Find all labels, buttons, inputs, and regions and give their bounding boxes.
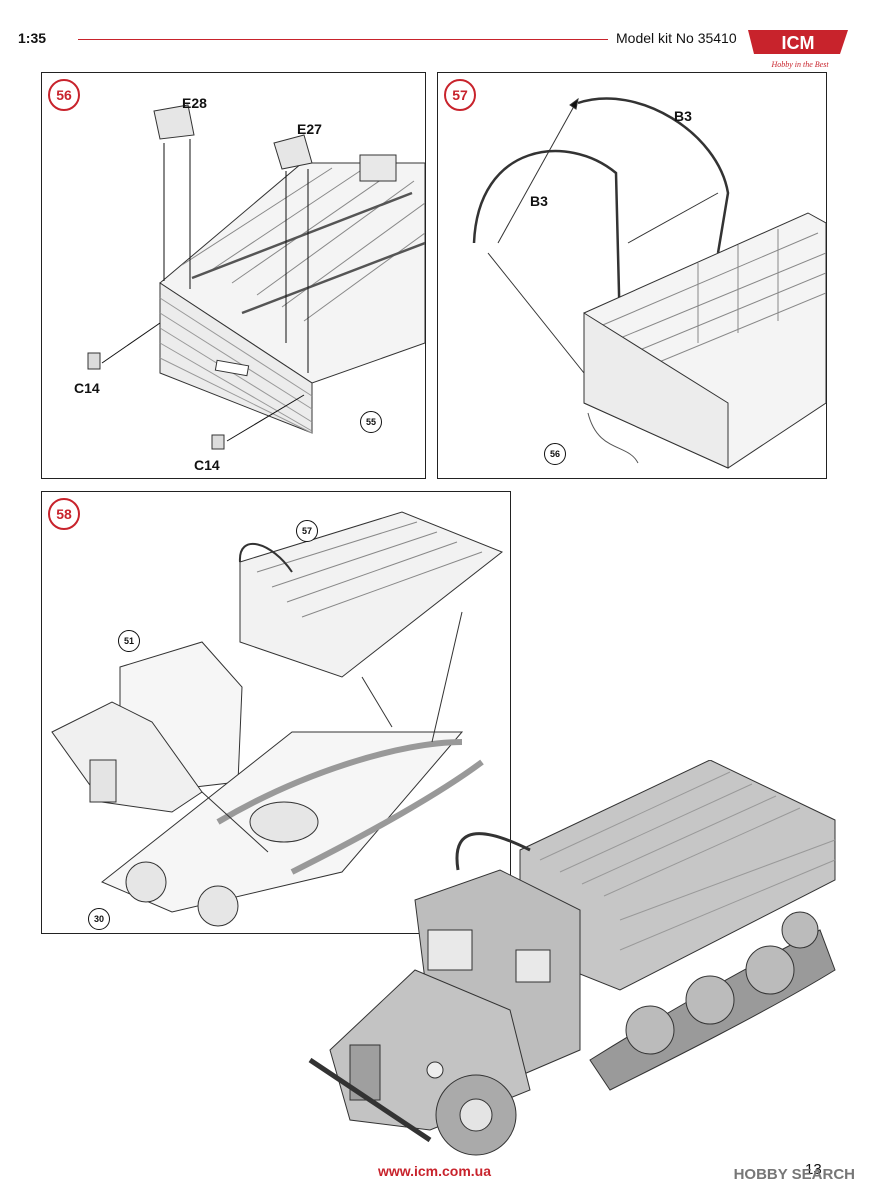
part-label-b3-right: B3 <box>674 108 692 124</box>
subassembly-ref-30: 30 <box>88 908 110 930</box>
website-url[interactable]: www.icm.com.ua <box>377 1163 492 1179</box>
subassembly-ref-51: 51 <box>118 630 140 652</box>
watermark: HOBBY SEARCH <box>733 1166 855 1183</box>
step-56-badge: 56 <box>48 79 80 111</box>
page-number: 13 <box>805 1161 822 1178</box>
completed-halftrack-illustration <box>308 760 836 1156</box>
step-57-illustration <box>472 97 826 469</box>
subassembly-ref-56: 56 <box>544 443 566 465</box>
step-58-illustration <box>51 511 503 927</box>
part-label-c14-bottom: C14 <box>194 457 220 473</box>
subassembly-ref-55: 55 <box>360 411 382 433</box>
kit-number: Model kit No 35410 <box>616 30 737 46</box>
part-label-e27: E27 <box>297 121 322 137</box>
step-58-badge: 58 <box>48 498 80 530</box>
step-57-badge: 57 <box>444 79 476 111</box>
icm-logo: ICM Hobby in the Best <box>744 24 854 72</box>
part-label-c14-left: C14 <box>74 380 100 396</box>
header-rule <box>78 39 608 40</box>
scale-label: 1:35 <box>18 30 47 46</box>
svg-text:Hobby in the Best: Hobby in the Best <box>770 60 829 69</box>
step-56-panel: 56 <box>41 72 426 479</box>
step-56-illustration <box>87 104 425 450</box>
step-58-panel: 58 57 51 30 <box>41 491 511 934</box>
subassembly-ref-57: 57 <box>296 520 318 542</box>
svg-text:ICM: ICM <box>782 33 815 53</box>
part-label-e28: E28 <box>182 95 207 111</box>
part-label-b3-left: B3 <box>530 193 548 209</box>
step-57-panel: 57 B3 B3 56 <box>437 72 827 479</box>
